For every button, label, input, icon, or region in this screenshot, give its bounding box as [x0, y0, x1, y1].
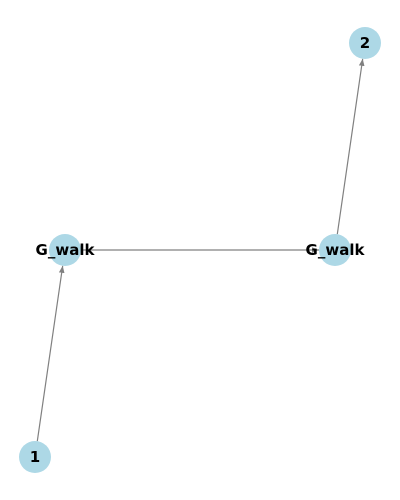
- node-label: 2: [360, 34, 370, 52]
- node-layer: 1 2 G_walk G_walk: [19, 27, 381, 473]
- node-2[interactable]: 2: [349, 27, 381, 59]
- edge-layer: [36, 58, 365, 442]
- node-circle: [49, 234, 81, 266]
- node-1[interactable]: 1: [19, 441, 51, 473]
- node-label: G_walk: [36, 241, 96, 259]
- node-label: G_walk: [306, 241, 366, 259]
- node-circle: [319, 234, 351, 266]
- node-circle: [19, 441, 51, 473]
- node-label: 1: [30, 448, 40, 466]
- node-circle: [349, 27, 381, 59]
- edge-gwalk-right-to-2: [336, 58, 365, 235]
- edge-1-to-gwalk-left: [36, 265, 65, 442]
- node-gwalk-left[interactable]: G_walk: [36, 234, 96, 266]
- node-gwalk-right[interactable]: G_walk: [306, 234, 366, 266]
